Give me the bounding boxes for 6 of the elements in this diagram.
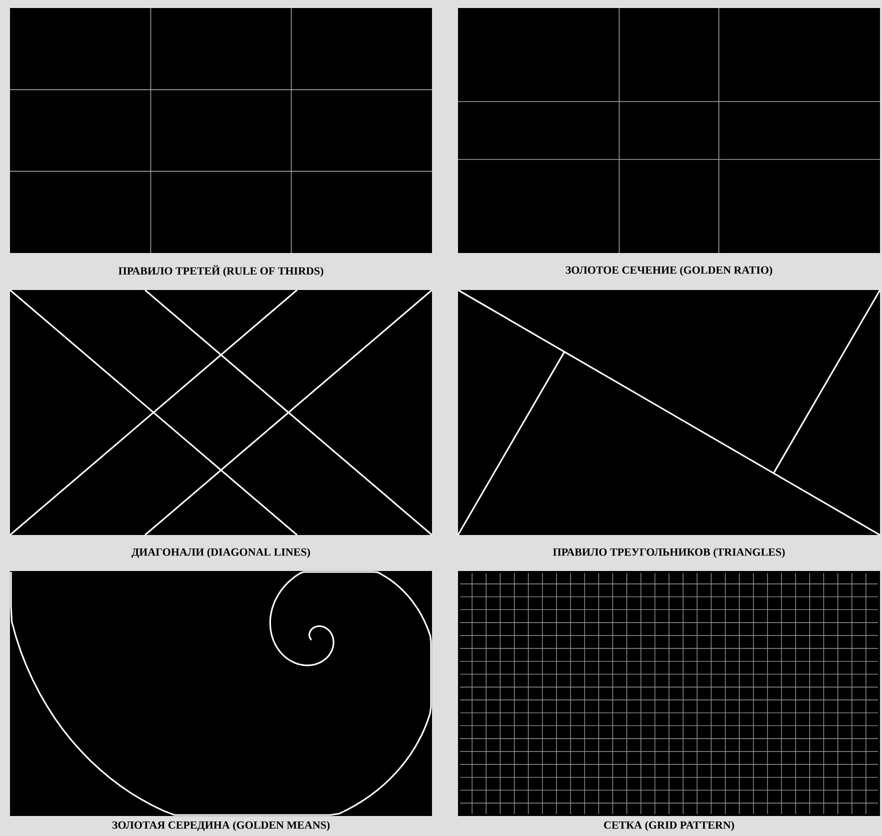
panel-caption: ПРАВИЛО ТРЕУГОЛЬНИКОВ (TRIANGLES) <box>553 548 785 558</box>
panel-caption: ЗОЛОТАЯ СЕРЕДИНА (GOLDEN MEANS) <box>112 821 330 831</box>
panel-caption: ЗОЛОТОЕ СЕЧЕНИЕ (GOLDEN RATIO) <box>566 266 772 276</box>
panel-caption: ДИАГОНАЛИ (DIAGONAL LINES) <box>132 548 310 558</box>
panel-caption: ПРАВИЛО ТРЕТЕЙ (RULE OF THIRDS) <box>118 265 324 277</box>
panel-caption: СЕТКА (GRID PATTERN) <box>604 821 734 831</box>
